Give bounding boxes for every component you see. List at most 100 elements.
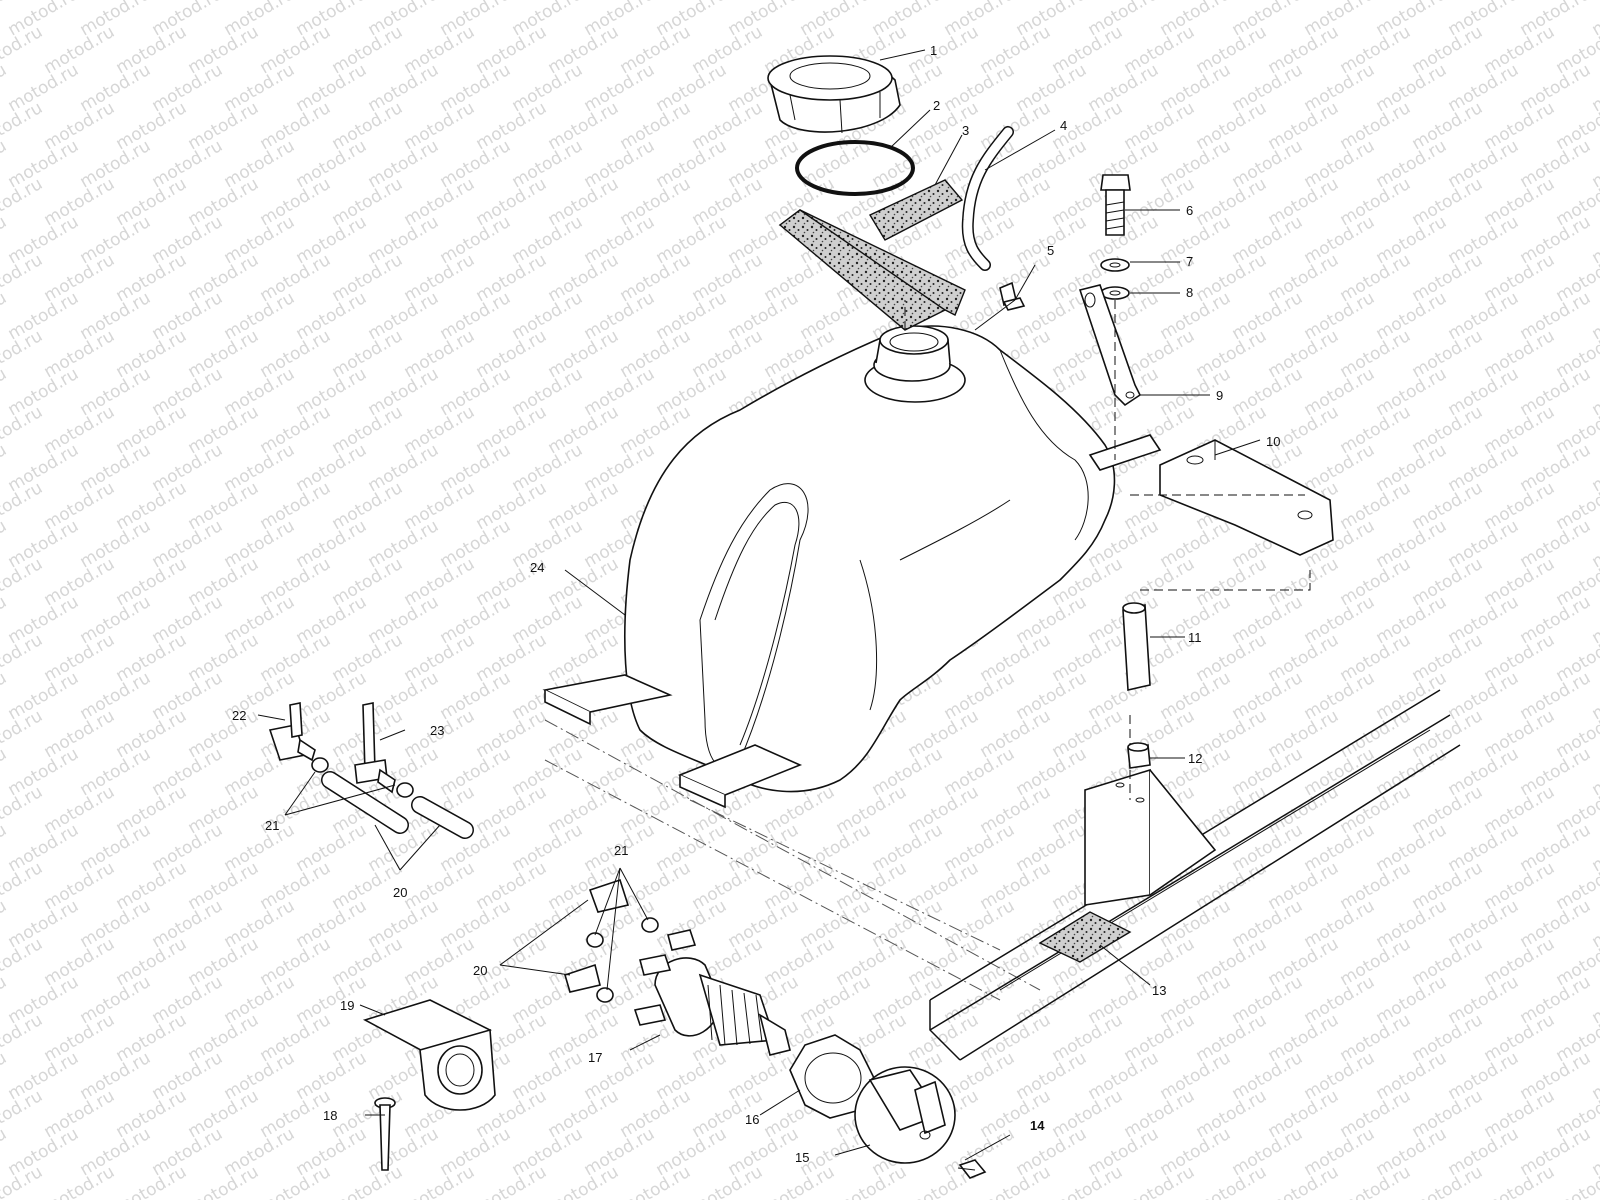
watermark-text: motod.ru: [293, 516, 371, 572]
watermark-text: motod.ru: [1481, 326, 1559, 382]
watermark-text: motod.ru: [329, 22, 407, 78]
watermark-text: motod.ru: [257, 326, 335, 382]
watermark-text: motod.ru: [257, 402, 335, 458]
watermark-text: motod.ru: [293, 364, 371, 420]
watermark-text: motod.ru: [1229, 1124, 1307, 1180]
watermark-text: motod.ru: [1013, 136, 1091, 192]
watermark-text: motod.ru: [1589, 440, 1600, 496]
callout-6: 6: [1186, 203, 1193, 218]
watermark-text: motod.ru: [77, 364, 155, 420]
watermark-text: motod.ru: [1481, 22, 1559, 78]
watermark-text: motod.ru: [545, 478, 623, 534]
watermark-text: motod.ru: [1589, 60, 1600, 116]
watermark-text: motod.ru: [725, 1124, 803, 1180]
watermark-text: motod.ru: [1193, 1086, 1271, 1142]
watermark-text: motod.ru: [1121, 934, 1199, 990]
watermark-text: motod.ru: [1301, 440, 1379, 496]
watermark-text: motod.ru: [977, 1086, 1055, 1142]
watermark-text: motod.ru: [437, 668, 515, 724]
watermark-text: motod.ru: [221, 212, 299, 268]
watermark-text: motod.ru: [1409, 174, 1487, 230]
watermark-text: motod.ru: [1265, 1010, 1343, 1066]
tank-straps: [542, 434, 1162, 809]
watermark-text: motod.ru: [473, 174, 551, 230]
watermark-text: motod.ru: [1193, 706, 1271, 762]
watermark-text: motod.ru: [77, 1124, 155, 1180]
watermark-text: motod.ru: [509, 212, 587, 268]
watermark-text: motod.ru: [1229, 668, 1307, 724]
spacer-tube: [1122, 602, 1151, 691]
watermark-text: motod.ru: [5, 60, 83, 116]
watermark-text: motod.ru: [1445, 136, 1523, 192]
watermark-text: motod.ru: [365, 60, 443, 116]
watermark-text: motod.ru: [401, 174, 479, 230]
watermark-text: motod.ru: [1193, 554, 1271, 610]
watermark-text: motod.ru: [5, 212, 83, 268]
watermark-text: motod.ru: [1337, 782, 1415, 838]
watermark-text: motod.ru: [1409, 934, 1487, 990]
watermark-text: motod.ru: [653, 212, 731, 268]
watermark-text: motod.ru: [653, 820, 731, 876]
watermark-text: motod.ru: [1337, 174, 1415, 230]
callout-3: 3: [962, 123, 969, 138]
watermark-text: motod.ru: [941, 744, 1019, 800]
watermark-text: motod.ru: [401, 858, 479, 914]
watermark-text: motod.ru: [545, 402, 623, 458]
watermark-text: motod.ru: [1409, 1010, 1487, 1066]
watermark-text: motod.ru: [1589, 668, 1600, 724]
watermark-text: motod.ru: [113, 98, 191, 154]
watermark-text: motod.ru: [329, 98, 407, 154]
watermark-text: motod.ru: [1445, 60, 1523, 116]
watermark-text: motod.ru: [1481, 554, 1559, 610]
watermark-text: motod.ru: [0, 706, 46, 762]
watermark-text: motod.ru: [473, 478, 551, 534]
watermark-text: motod.ru: [1121, 22, 1199, 78]
watermark-text: motod.ru: [293, 288, 371, 344]
watermark-text: motod.ru: [1589, 0, 1600, 40]
watermark-text: motod.ru: [1157, 1048, 1235, 1104]
watermark-text: motod.ru: [113, 782, 191, 838]
watermark-text: motod.ru: [545, 250, 623, 306]
watermark-text: motod.ru: [1301, 1124, 1379, 1180]
watermark-text: motod.ru: [5, 896, 83, 952]
watermark-text: motod.ru: [941, 896, 1019, 952]
watermark-text: motod.ru: [581, 136, 659, 192]
watermark-text: motod.ru: [1121, 1086, 1199, 1142]
watermark-text: motod.ru: [473, 706, 551, 762]
watermark-text: motod.ru: [329, 402, 407, 458]
hose-clamps-upper: [311, 757, 414, 798]
watermark-text: motod.ru: [77, 896, 155, 952]
watermark-text: motod.ru: [1481, 98, 1559, 154]
watermark-text: motod.ru: [581, 288, 659, 344]
watermark-text: motod.ru: [1409, 782, 1487, 838]
watermark-text: motod.ru: [1517, 1124, 1595, 1180]
watermark-text: motod.ru: [221, 1048, 299, 1104]
watermark-text: motod.ru: [1265, 1086, 1343, 1142]
watermark-text: motod.ru: [1301, 896, 1379, 952]
watermark-text: motod.ru: [41, 98, 119, 154]
watermark-text: motod.ru: [473, 630, 551, 686]
watermark-text: motod.ru: [653, 60, 731, 116]
watermark-text: motod.ru: [1157, 136, 1235, 192]
watermark-text: motod.ru: [689, 174, 767, 230]
watermark-text: motod.ru: [509, 60, 587, 116]
watermark-text: motod.ru: [0, 98, 46, 154]
watermark-text: motod.ru: [977, 1010, 1055, 1066]
watermark-text: motod.ru: [0, 174, 46, 230]
watermark-text: motod.ru: [653, 288, 731, 344]
watermark-text: motod.ru: [1193, 782, 1271, 838]
rail-mount-bracket: [1084, 768, 1217, 906]
watermark-text: motod.ru: [1589, 212, 1600, 268]
watermark-text: motod.ru: [1265, 630, 1343, 686]
watermark-text: motod.ru: [185, 1086, 263, 1142]
watermark-text: motod.ru: [149, 288, 227, 344]
watermark-text: motod.ru: [77, 820, 155, 876]
watermark-text: motod.ru: [1193, 250, 1271, 306]
watermark-text: motod.ru: [1301, 592, 1379, 648]
callout-18: 18: [323, 1108, 337, 1123]
watermark-text: motod.ru: [725, 136, 803, 192]
watermark-text: motod.ru: [1517, 516, 1595, 572]
watermark-text: motod.ru: [185, 478, 263, 534]
watermark-text: motod.ru: [1193, 934, 1271, 990]
watermark-text: motod.ru: [1337, 22, 1415, 78]
